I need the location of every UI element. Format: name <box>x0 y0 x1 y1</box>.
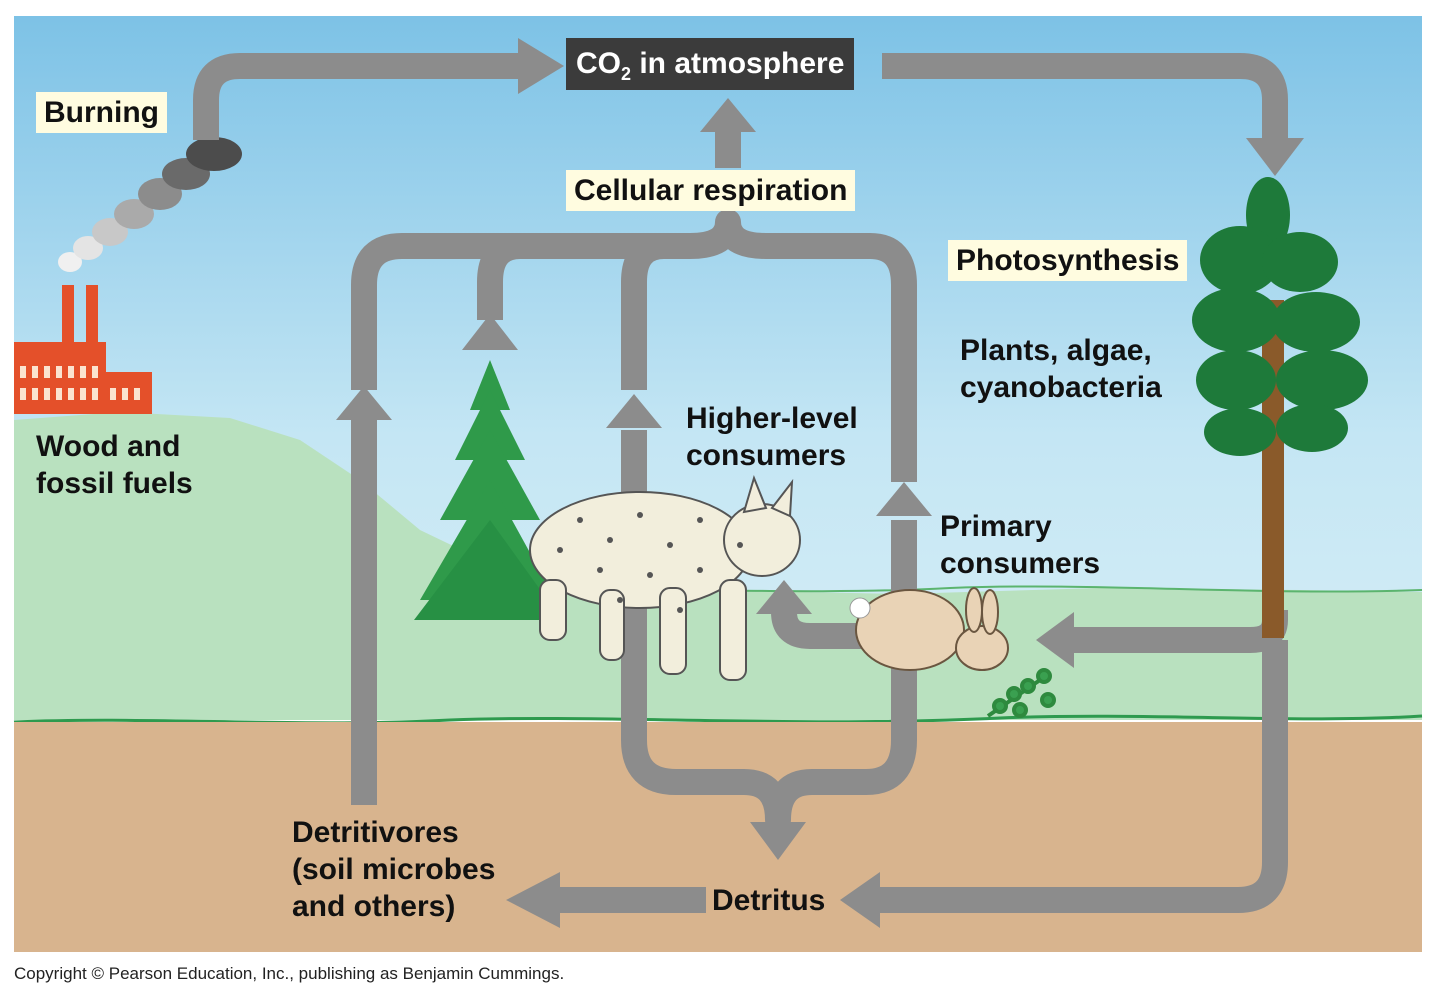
co2-atmosphere-label: CO2 in atmosphere <box>566 38 855 90</box>
arrow-primary-to-higher <box>771 611 904 649</box>
primary-consumers-label: Primary consumers <box>940 510 1101 580</box>
burning-label: Burning <box>36 92 167 133</box>
respiration-branches <box>351 209 917 482</box>
copyright-text: Copyright © Pearson Education, Inc., pub… <box>14 964 565 983</box>
smoke-icon <box>58 137 242 272</box>
arrow-burning-to-co2 <box>193 53 520 140</box>
producers-label: Plants, algae, cyanobacteria <box>960 334 1162 404</box>
arrow-co2-to-tree <box>882 53 1288 140</box>
cellular-respiration-label: Cellular respiration <box>566 170 856 211</box>
photosynthesis-label: Photosynthesis <box>948 240 1188 281</box>
pine-tree-icon <box>1192 177 1368 638</box>
lynx-icon <box>529 474 801 681</box>
factory-icon <box>14 285 152 414</box>
higher-consumers-label: Higher-level consumers <box>686 402 858 472</box>
spruce-tree-icon <box>414 360 562 620</box>
arrow-consumers-to-detritus <box>621 430 917 833</box>
soil <box>14 722 1422 952</box>
fuels-label: Wood and fossil fuels <box>36 430 193 500</box>
arrow-plants-to-detritus <box>880 640 1288 913</box>
detritus-label: Detritus <box>712 884 826 917</box>
rabbit-icon <box>849 587 1009 671</box>
grass-line <box>13 714 1423 725</box>
sprout-icon <box>986 668 1056 718</box>
detritivores-label: Detritivores (soil microbes and others) <box>292 816 496 923</box>
arrowheads <box>336 38 1304 928</box>
